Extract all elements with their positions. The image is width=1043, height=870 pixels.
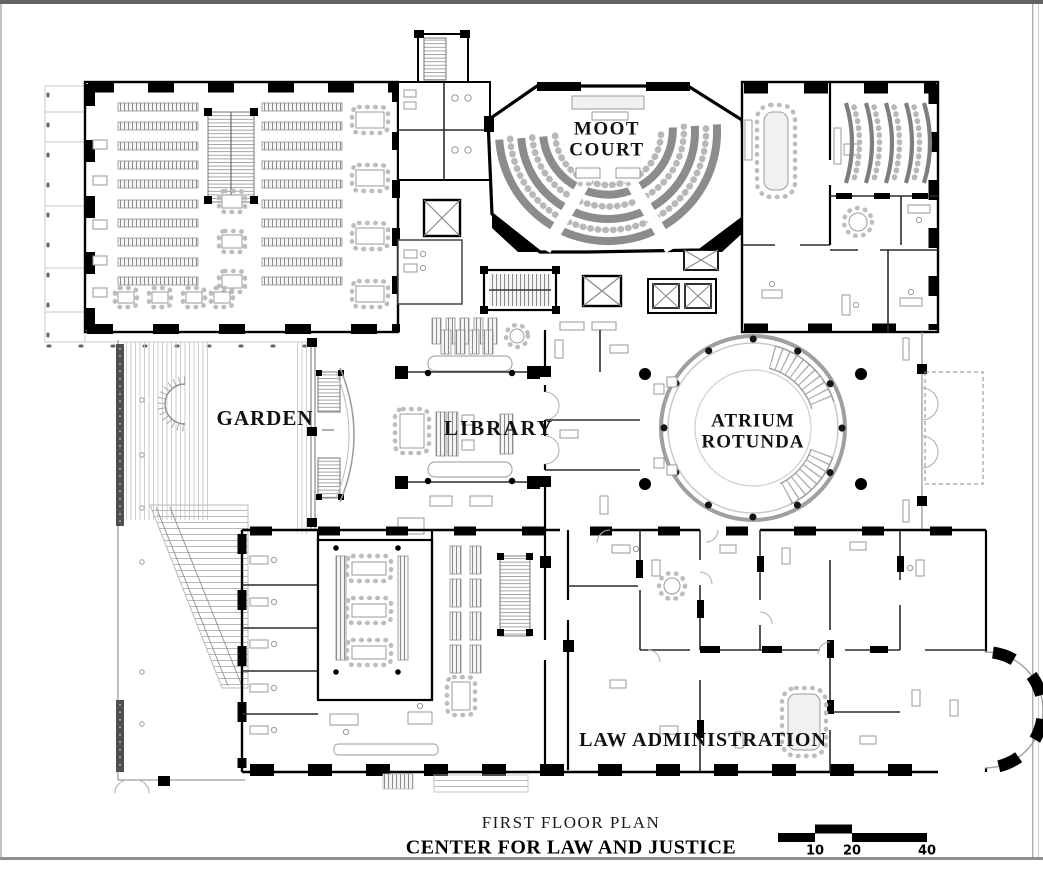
room-label-library: LIBRARY <box>444 417 554 441</box>
tiered-classroom <box>830 102 938 199</box>
north-service-core <box>397 30 491 305</box>
room-label-line: ROTUNDA <box>701 432 805 453</box>
building-name: CENTER FOR LAW AND JUSTICE <box>405 836 737 859</box>
scale-tick-20: 20 <box>842 843 862 859</box>
rotunda-stair-lower <box>779 448 834 505</box>
garden-fountain <box>157 376 186 432</box>
garden-terrace-steps <box>149 504 249 689</box>
tables-south-row <box>112 285 236 310</box>
room-label-line: ATRIUM <box>711 410 795 432</box>
garden-area <box>114 340 310 794</box>
room-label-law-administration: LAW ADMINISTRATION <box>579 729 827 751</box>
scale-tick-40: 40 <box>917 843 937 859</box>
book-stacks-right <box>261 102 343 286</box>
reception-area <box>329 702 439 756</box>
room-label-line: LAW ADMINISTRATION <box>579 728 827 751</box>
conference-room-table <box>744 102 798 200</box>
room-label-line: COURT <box>569 140 645 161</box>
northeast-wing <box>740 80 940 334</box>
reading-room-wing <box>44 80 400 348</box>
book-stacks-left <box>117 102 199 286</box>
room-label-garden: GARDEN <box>216 407 313 431</box>
stair-reading-room <box>204 108 258 204</box>
library-core <box>392 329 640 540</box>
moot-court-room <box>484 82 752 254</box>
northeast-offices <box>761 196 938 332</box>
east-office-block <box>568 529 986 772</box>
rotunda-columns <box>660 335 846 521</box>
room-label-line: MOOT <box>573 118 641 140</box>
counsel-tables <box>575 167 641 187</box>
judge-bench <box>571 95 645 121</box>
library-east-rooms <box>545 330 640 515</box>
moot-court-tiered-seating <box>495 121 722 254</box>
reading-tables-center <box>216 188 248 295</box>
south-steps-wide <box>433 774 529 793</box>
scale-bar <box>778 824 927 842</box>
carrels-west-wall <box>92 139 108 298</box>
central-cores <box>431 249 719 350</box>
scale-tick-10: 10 <box>805 843 825 859</box>
elevator-bank-east <box>647 249 719 314</box>
room-label-line: LIBRARY <box>443 416 555 441</box>
law-administration-wing <box>237 526 1043 793</box>
plan-title: FIRST FLOOR PLAN <box>481 813 661 832</box>
seminar-room <box>316 538 434 702</box>
room-label-moot-court: MOOT COURT <box>569 119 644 162</box>
east-entrance <box>902 332 984 530</box>
room-label-atrium-rotunda: ATRIUM ROTUNDA <box>701 411 804 454</box>
room-label-line: GARDEN <box>216 406 314 431</box>
atrium-rotunda <box>639 334 867 522</box>
library-furniture <box>392 406 514 478</box>
west-entry <box>307 338 355 530</box>
elevator-center <box>581 274 623 308</box>
south-stacks-room <box>430 530 533 718</box>
elevator-northwest <box>422 198 462 238</box>
south-steps-small <box>382 773 414 790</box>
rotunda-stair-upper <box>768 345 835 410</box>
reading-tables-east <box>349 104 391 310</box>
